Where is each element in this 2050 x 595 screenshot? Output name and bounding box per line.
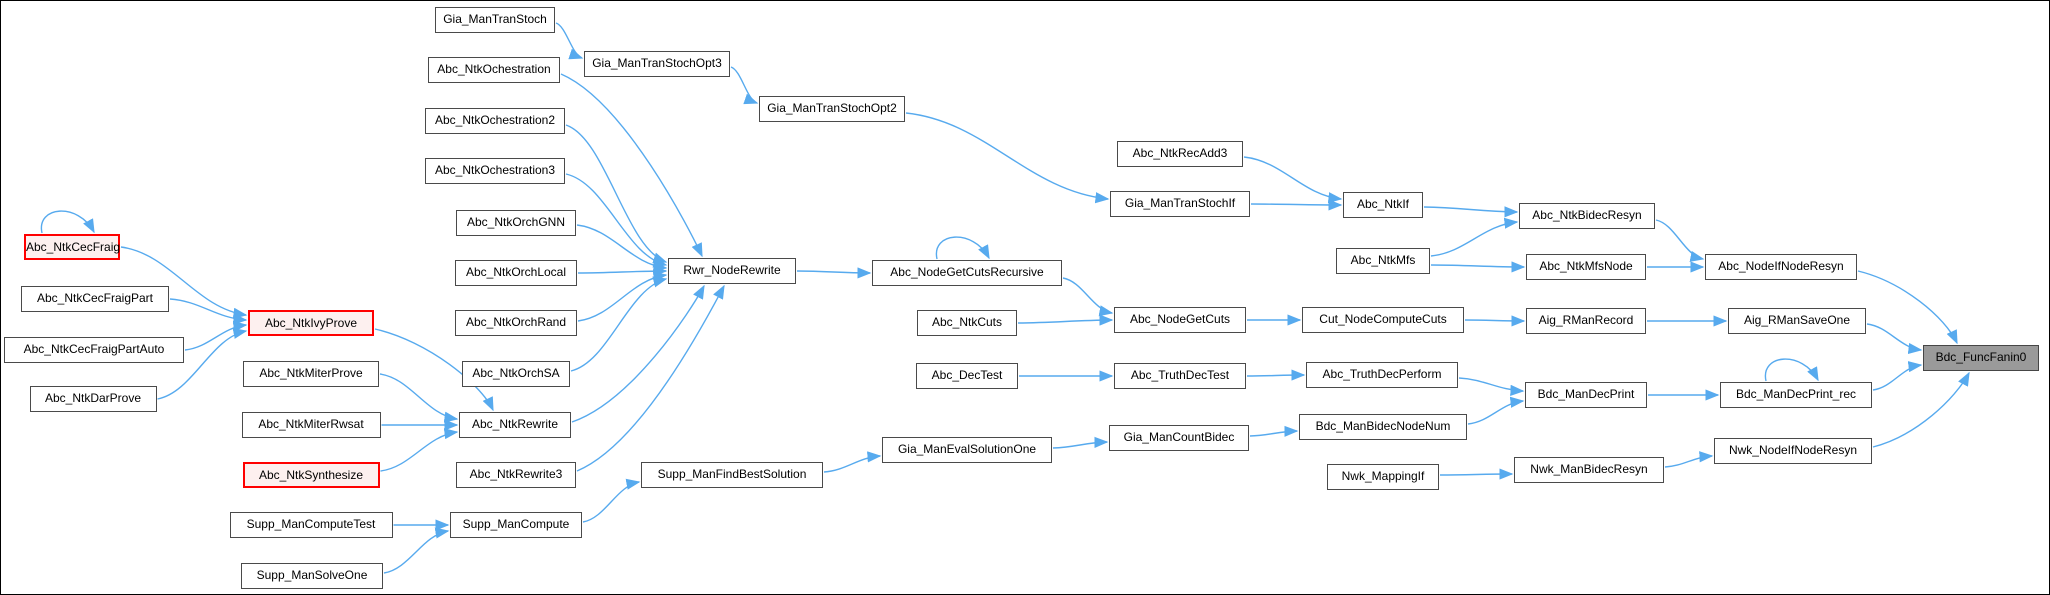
call-edge-Gia_ManCountBidec-to-Bdc_ManBidecNodeNum — [1249, 425, 1299, 437]
call-edge-Rwr_NodeRewrite-to-Abc_NodeGetCutsRecursive — [796, 267, 872, 279]
graph-node-Abc_TruthDecTest[interactable]: Abc_TruthDecTest — [1114, 363, 1246, 389]
graph-node-Abc_NtkRewrite3[interactable]: Abc_NtkRewrite3 — [456, 462, 576, 488]
graph-node-Nwk_NodeIfNodeResyn[interactable]: Nwk_NodeIfNodeResyn — [1714, 438, 1872, 464]
call-edge-Abc_NtkMiterProve-to-Abc_NtkRewrite — [379, 373, 459, 423]
call-edge-Abc_NodeGetCutsRecursive-to-Abc_NodeGetCuts — [1062, 277, 1114, 317]
graph-node-Gia_ManTranStoch[interactable]: Gia_ManTranStoch — [435, 7, 555, 33]
graph-node-Abc_NtkCecFraigPartAuto[interactable]: Abc_NtkCecFraigPartAuto — [4, 337, 184, 363]
call-edge-Abc_NtkCecFraigPartAuto-to-Abc_NtkIvyProve — [184, 320, 248, 351]
call-edge-Abc_NtkRewrite3-to-Rwr_NodeRewrite — [576, 284, 725, 472]
graph-node-Abc_NtkIf[interactable]: Abc_NtkIf — [1343, 192, 1423, 218]
call-edge-Abc_NtkRecAdd3-to-Abc_NtkIf — [1243, 156, 1343, 204]
graph-node-Supp_ManCompute[interactable]: Supp_ManCompute — [450, 512, 582, 538]
graph-node-Abc_NtkOchestration2[interactable]: Abc_NtkOchestration2 — [425, 108, 565, 134]
call-edge-Gia_ManEvalSolutionOne-to-Gia_ManCountBidec — [1052, 436, 1109, 449]
graph-node-Abc_NtkRewrite[interactable]: Abc_NtkRewrite — [459, 412, 571, 438]
graph-node-Cut_NodeComputeCuts[interactable]: Cut_NodeComputeCuts — [1302, 307, 1464, 333]
call-edge-Gia_ManTranStochOpt3-to-Gia_ManTranStochOpt2 — [730, 66, 759, 105]
call-edge-Cut_NodeComputeCuts-to-Aig_RManRecord — [1464, 315, 1526, 327]
call-edge-Abc_NtkOchestration3-to-Rwr_NodeRewrite — [565, 173, 668, 268]
call-edge-Abc_NtkOrchRand-to-Rwr_NodeRewrite — [577, 271, 668, 322]
graph-node-Gia_ManTranStochOpt3[interactable]: Gia_ManTranStochOpt3 — [584, 51, 730, 77]
graph-node-Abc_NtkMiterProve[interactable]: Abc_NtkMiterProve — [243, 361, 379, 387]
graph-node-Aig_RManRecord[interactable]: Aig_RManRecord — [1526, 308, 1646, 334]
graph-node-Abc_NtkRecAdd3[interactable]: Abc_NtkRecAdd3 — [1117, 141, 1243, 167]
graph-node-Bdc_ManBidecNodeNum[interactable]: Bdc_ManBidecNodeNum — [1299, 414, 1467, 440]
call-edge-Nwk_MappingIf-to-Nwk_ManBidecResyn — [1439, 468, 1514, 480]
graph-node-Abc_NodeIfNodeResyn[interactable]: Abc_NodeIfNodeResyn — [1705, 254, 1857, 280]
call-edge-Aig_RManSaveOne-to-Bdc_FuncFanin0 — [1866, 323, 1923, 355]
call-edge-Nwk_ManBidecResyn-to-Nwk_NodeIfNodeResyn — [1664, 451, 1714, 468]
graph-node-Supp_ManComputeTest[interactable]: Supp_ManComputeTest — [229, 512, 393, 538]
graph-node-Nwk_ManBidecResyn[interactable]: Nwk_ManBidecResyn — [1514, 457, 1664, 483]
call-edge-Abc_NtkCecFraig-to-Abc_NtkCecFraig — [40, 210, 95, 234]
graph-node-Abc_NtkOchestration3[interactable]: Abc_NtkOchestration3 — [425, 158, 565, 184]
graph-node-Bdc_ManDecPrint_rec[interactable]: Bdc_ManDecPrint_rec — [1720, 382, 1872, 408]
graph-node-Abc_NtkMiterRwsat[interactable]: Abc_NtkMiterRwsat — [241, 412, 381, 438]
call-edge-Abc_NtkCecFraigPart-to-Abc_NtkIvyProve — [169, 298, 248, 325]
graph-node-Gia_ManTranStochOpt2[interactable]: Gia_ManTranStochOpt2 — [759, 96, 905, 122]
call-edge-Supp_ManFindBestSolution-to-Gia_ManEvalSolutionOne — [823, 451, 882, 473]
graph-node-Gia_ManEvalSolutionOne[interactable]: Gia_ManEvalSolutionOne — [882, 437, 1052, 463]
call-edge-Abc_NtkOrchGNN-to-Rwr_NodeRewrite — [576, 224, 668, 273]
call-edge-Bdc_ManDecPrint_rec-to-Bdc_ManDecPrint_rec — [1764, 358, 1819, 382]
graph-node-Abc_NtkMfsNode[interactable]: Abc_NtkMfsNode — [1526, 254, 1646, 280]
call-edge-Abc_NtkMfs-to-Abc_NtkBidecResyn — [1430, 217, 1519, 257]
call-edge-Abc_NtkOrchLocal-to-Rwr_NodeRewrite — [577, 265, 668, 277]
call-edge-Bdc_ManBidecNodeNum-to-Bdc_ManDecPrint — [1467, 396, 1525, 425]
graph-node-Abc_NtkOrchLocal[interactable]: Abc_NtkOrchLocal — [455, 260, 577, 286]
call-edge-Bdc_ManDecPrint_rec-to-Bdc_FuncFanin0 — [1872, 361, 1923, 391]
graph-node-Supp_ManFindBestSolution[interactable]: Supp_ManFindBestSolution — [641, 462, 823, 488]
graph-node-Abc_NtkBidecResyn[interactable]: Abc_NtkBidecResyn — [1519, 203, 1655, 229]
graph-node-Abc_NtkCecFraigPart[interactable]: Abc_NtkCecFraigPart — [21, 286, 169, 312]
call-edge-Abc_NtkCecFraig-to-Abc_NtkIvyProve — [120, 246, 248, 319]
call-edge-Abc_NodeIfNodeResyn-to-Bdc_FuncFanin0 — [1857, 270, 1958, 345]
graph-node-Abc_NtkIvyProve[interactable]: Abc_NtkIvyProve — [248, 310, 374, 336]
call-edge-Abc_NtkDarProve-to-Abc_NtkIvyProve — [157, 327, 248, 400]
graph-node-Abc_NtkOrchRand[interactable]: Abc_NtkOrchRand — [455, 310, 577, 336]
call-edge-Abc_NtkSynthesize-to-Abc_NtkRewrite — [380, 428, 459, 472]
graph-node-Abc_NtkOchestration[interactable]: Abc_NtkOchestration — [428, 57, 560, 83]
graph-node-Abc_NtkOrchGNN[interactable]: Abc_NtkOrchGNN — [456, 210, 576, 236]
graph-node-Abc_NtkSynthesize[interactable]: Abc_NtkSynthesize — [242, 462, 380, 488]
call-edge-Abc_NtkIvyProve-to-Abc_NtkRewrite — [374, 328, 494, 412]
call-edge-Abc_NtkOchestration-to-Rwr_NodeRewrite — [560, 73, 703, 258]
graph-node-Abc_NodeGetCuts[interactable]: Abc_NodeGetCuts — [1114, 307, 1246, 333]
graph-node-Gia_ManTranStochIf[interactable]: Gia_ManTranStochIf — [1110, 191, 1250, 217]
call-edge-Abc_TruthDecTest-to-Abc_TruthDecPerform — [1246, 369, 1306, 381]
call-edge-Nwk_NodeIfNodeResyn-to-Bdc_FuncFanin0 — [1872, 371, 1970, 448]
graph-node-Abc_NtkDarProve[interactable]: Abc_NtkDarProve — [29, 386, 157, 412]
call-edge-Supp_ManCompute-to-Supp_ManFindBestSolution — [582, 478, 641, 523]
call-edge-Gia_ManTranStochIf-to-Abc_NtkIf — [1250, 199, 1343, 211]
graph-node-Nwk_MappingIf[interactable]: Nwk_MappingIf — [1327, 464, 1439, 490]
graph-node-Bdc_FuncFanin0: Bdc_FuncFanin0 — [1923, 345, 2039, 371]
graph-node-Gia_ManCountBidec[interactable]: Gia_ManCountBidec — [1109, 425, 1249, 451]
graph-node-Rwr_NodeRewrite[interactable]: Rwr_NodeRewrite — [668, 258, 796, 284]
call-edge-Abc_NtkOrchSA-to-Rwr_NodeRewrite — [570, 276, 668, 372]
graph-node-Abc_TruthDecPerform[interactable]: Abc_TruthDecPerform — [1306, 362, 1458, 388]
call-edge-Abc_NtkOchestration2-to-Rwr_NodeRewrite — [565, 124, 668, 264]
call-edge-Gia_ManTranStoch-to-Gia_ManTranStochOpt3 — [555, 22, 584, 60]
graph-node-Abc_NtkCuts[interactable]: Abc_NtkCuts — [917, 310, 1017, 336]
call-edge-Abc_NtkIf-to-Abc_NtkBidecResyn — [1423, 206, 1519, 218]
call-edge-Abc_NtkMfs-to-Abc_NtkMfsNode — [1430, 261, 1526, 273]
graph-node-Abc_NodeGetCutsRecursive[interactable]: Abc_NodeGetCutsRecursive — [872, 260, 1062, 286]
call-edge-Abc_NtkRewrite-to-Rwr_NodeRewrite — [571, 284, 705, 423]
call-edge-Gia_ManTranStochOpt2-to-Gia_ManTranStochIf — [905, 112, 1110, 204]
call-edge-Abc_NtkBidecResyn-to-Abc_NodeIfNodeResyn — [1655, 219, 1705, 262]
call-edge-Abc_TruthDecPerform-to-Bdc_ManDecPrint — [1458, 377, 1525, 396]
call-edge-Abc_NodeGetCutsRecursive-to-Abc_NodeGetCutsRecursive — [935, 236, 990, 260]
graph-node-Abc_NtkCecFraig[interactable]: Abc_NtkCecFraig — [24, 234, 120, 260]
call-edge-Abc_NtkCuts-to-Abc_NodeGetCuts — [1017, 314, 1114, 326]
graph-node-Aig_RManSaveOne[interactable]: Aig_RManSaveOne — [1728, 308, 1866, 334]
graph-node-Bdc_ManDecPrint[interactable]: Bdc_ManDecPrint — [1525, 382, 1647, 408]
graph-node-Abc_DecTest[interactable]: Abc_DecTest — [916, 363, 1018, 389]
graph-node-Abc_NtkOrchSA[interactable]: Abc_NtkOrchSA — [462, 361, 570, 387]
graph-node-Abc_NtkMfs[interactable]: Abc_NtkMfs — [1336, 248, 1430, 274]
graph-node-Supp_ManSolveOne[interactable]: Supp_ManSolveOne — [241, 563, 383, 589]
call-edge-Supp_ManSolveOne-to-Supp_ManCompute — [383, 527, 450, 574]
